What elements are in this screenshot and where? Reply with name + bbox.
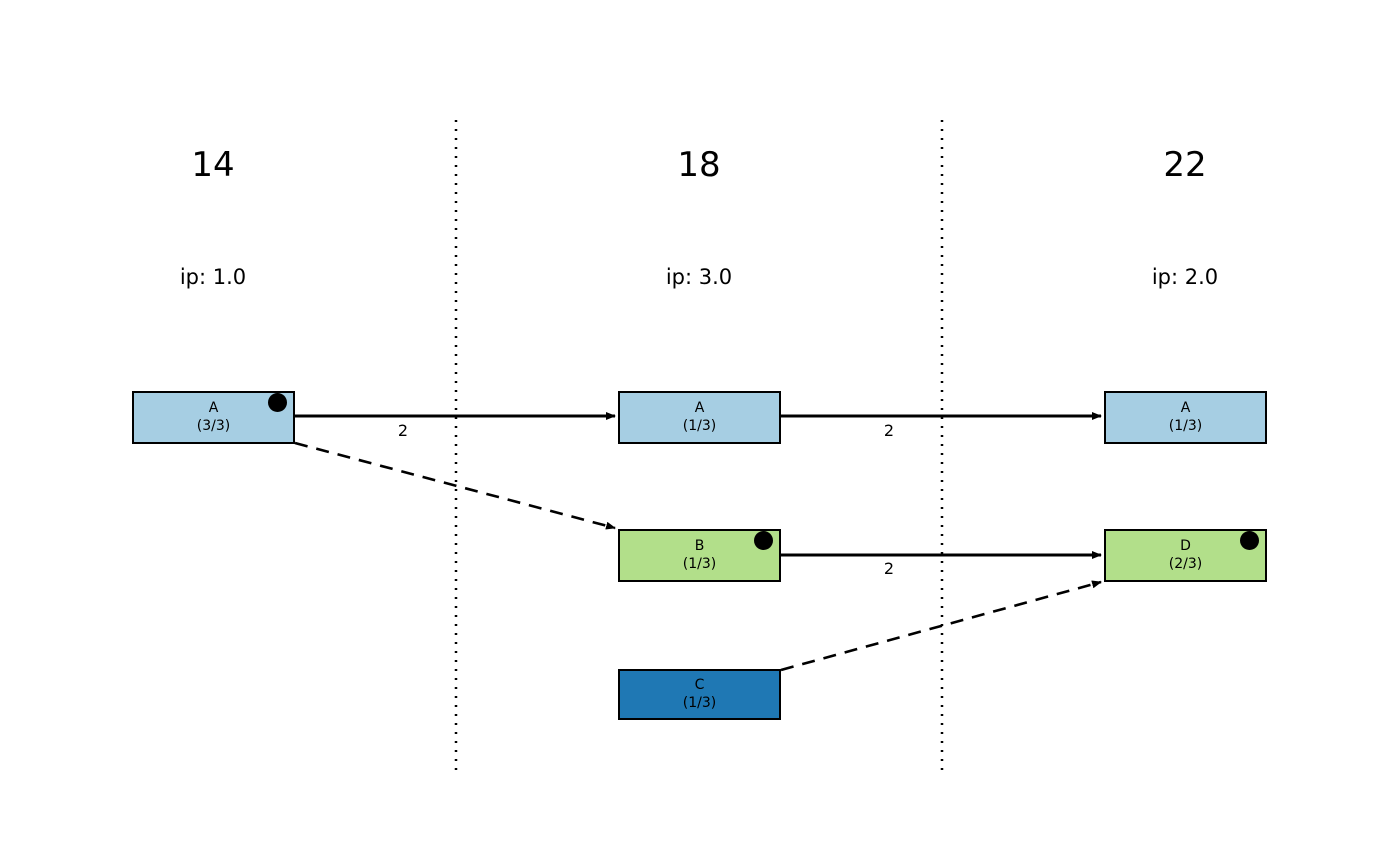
node-a-18-fraction: (1/3) — [682, 417, 717, 434]
edge-label-b18-d22: 2 — [883, 559, 895, 578]
node-c-18-fraction: (1/3) — [682, 694, 717, 711]
column-header-18: 18 — [677, 145, 721, 185]
edge-c18-d22 — [780, 580, 1102, 672]
edge-a14-b18 — [294, 441, 616, 530]
edge-label-a14-a18: 2 — [397, 421, 409, 440]
node-d-22-marker-dot — [1240, 531, 1259, 550]
node-d-22-fraction: (2/3) — [1168, 555, 1203, 572]
node-a-22-fraction: (1/3) — [1168, 417, 1203, 434]
node-d-22[interactable]: D (2/3) — [1104, 529, 1267, 582]
node-a-18[interactable]: A (1/3) — [618, 391, 781, 444]
node-b-18-marker-dot — [754, 531, 773, 550]
node-d-22-label: D — [1180, 538, 1191, 554]
node-a-22[interactable]: A (1/3) — [1104, 391, 1267, 444]
node-c-18-label: C — [694, 677, 705, 693]
node-b-18-label: B — [694, 538, 705, 554]
node-a-14-label: A — [208, 400, 219, 416]
column-header-14: 14 — [191, 145, 235, 185]
column-ip-22: ip: 2.0 — [1151, 265, 1219, 289]
column-header-22: 22 — [1163, 145, 1207, 185]
column-ip-18: ip: 3.0 — [665, 265, 733, 289]
node-a-14[interactable]: A (3/3) — [132, 391, 295, 444]
node-c-18[interactable]: C (1/3) — [618, 669, 781, 720]
node-b-18[interactable]: B (1/3) — [618, 529, 781, 582]
node-b-18-fraction: (1/3) — [682, 555, 717, 572]
node-a-14-marker-dot — [268, 393, 287, 412]
node-a-18-label: A — [694, 400, 705, 416]
node-a-14-fraction: (3/3) — [196, 417, 231, 434]
node-a-22-label: A — [1180, 400, 1191, 416]
edge-label-a18-a22: 2 — [883, 421, 895, 440]
column-ip-14: ip: 1.0 — [179, 265, 247, 289]
